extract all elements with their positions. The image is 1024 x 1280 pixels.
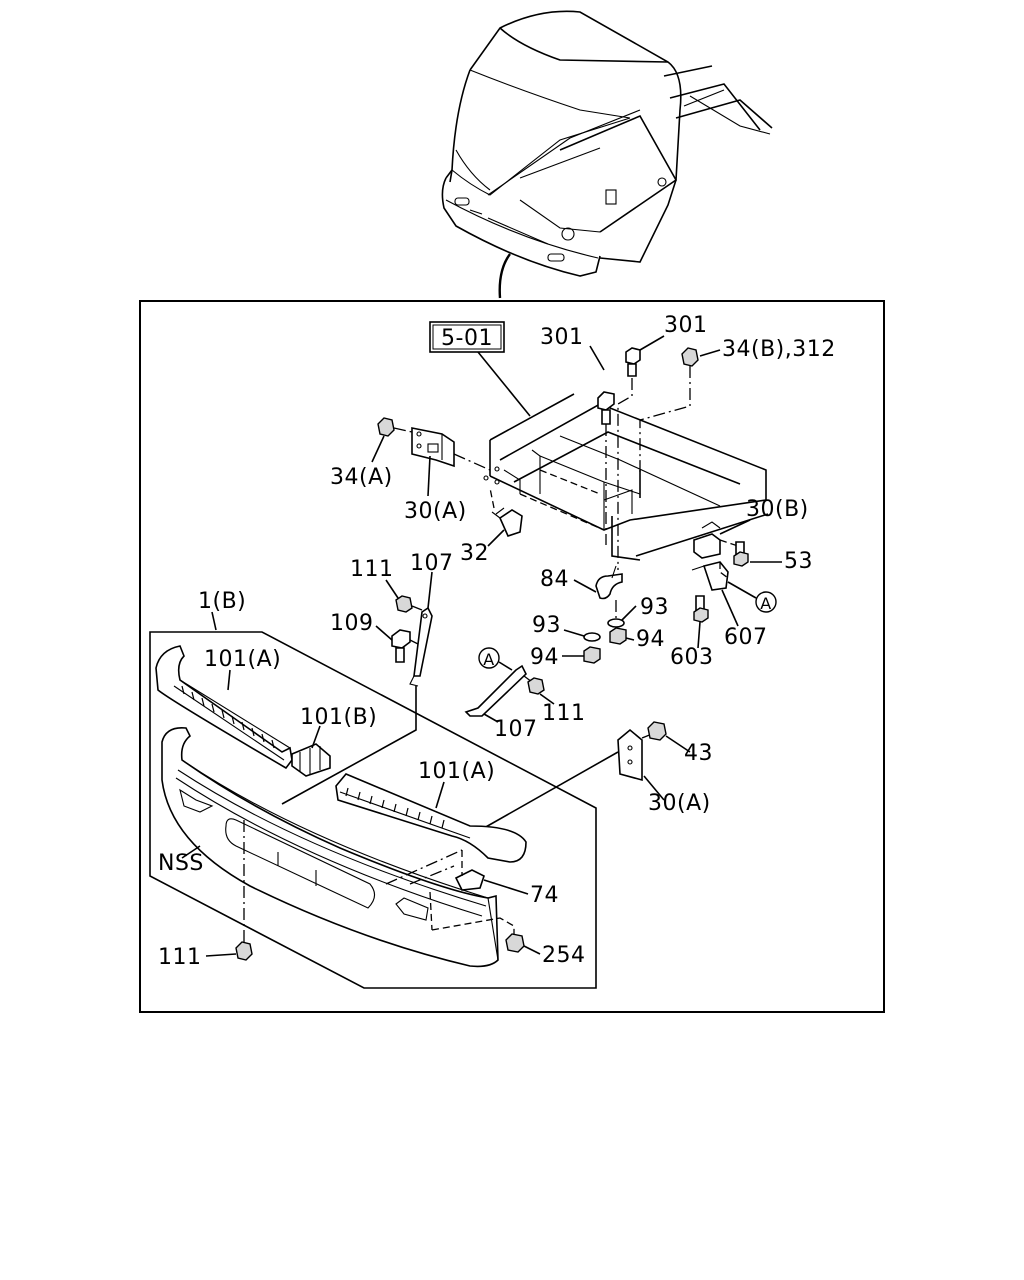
detail-frame [139, 300, 885, 1013]
label-603: 603 [670, 645, 714, 670]
label-nss: NSS [158, 851, 204, 876]
svg-text:A: A [760, 594, 771, 613]
nut-111-bottom [235, 820, 253, 961]
label-53: 53 [784, 549, 813, 574]
label-32: 32 [460, 541, 489, 566]
truck-overview-illustration [441, 10, 773, 299]
bumper-cover-101a-left [155, 645, 293, 770]
label-30a-bottom: 30(A) [648, 791, 711, 816]
stay-107-mid [464, 664, 533, 717]
washer-93-right [607, 618, 625, 628]
bolt-32 [489, 487, 523, 537]
label-30a-top: 30(A) [404, 499, 467, 524]
label-30b: 30(B) [746, 497, 809, 522]
nut-111-top [395, 595, 423, 613]
bracket-30a-top [411, 427, 491, 471]
bolt-53 [733, 541, 749, 567]
label-111-top: 111 [350, 557, 394, 582]
nut-254 [429, 891, 525, 953]
label-301-left: 301 [540, 325, 584, 350]
bracket-607 [691, 561, 729, 591]
bolt-109 [391, 629, 419, 663]
label-111-bottom: 111 [158, 945, 202, 970]
nut-94-right [609, 627, 627, 645]
bolt-603 [693, 595, 709, 623]
label-111-mid: 111 [542, 701, 586, 726]
label-34a: 34(A) [330, 465, 393, 490]
svg-text:A: A [483, 650, 494, 669]
label-107-mid: 107 [494, 717, 538, 742]
label-254: 254 [542, 943, 586, 968]
bracket-30a-bottom [617, 728, 653, 782]
label-94-left: 94 [530, 645, 559, 670]
label-101b: 101(B) [300, 705, 377, 730]
label-301-right: 301 [664, 313, 708, 338]
label-109: 109 [330, 611, 374, 636]
bolt-301-left [597, 391, 615, 545]
bracket-30b [693, 521, 739, 559]
nut-43 [647, 721, 667, 741]
nut-94-left [583, 646, 601, 664]
nut-34a [377, 417, 413, 437]
label-101a-bottom: 101(A) [418, 759, 495, 784]
nut-111-mid [527, 677, 545, 695]
bracket-84 [595, 565, 623, 620]
circle-ref-a-right: A [727, 581, 777, 613]
label-93-right: 93 [640, 595, 669, 620]
label-107-top: 107 [410, 551, 454, 576]
label-93-left: 93 [532, 613, 561, 638]
bumper-assembly-outline [149, 631, 597, 989]
label-43: 43 [684, 741, 713, 766]
label-84: 84 [540, 567, 569, 592]
bolt-301-right [617, 347, 641, 570]
label-94-right: 94 [636, 627, 665, 652]
label-1b: 1(B) [198, 589, 246, 614]
stay-107-top [409, 606, 433, 687]
front-bumper [161, 726, 499, 968]
circle-ref-a-left: A [478, 647, 513, 671]
bumper-cover-101a-right [335, 773, 527, 863]
label-607: 607 [724, 625, 768, 650]
label-101a-top: 101(A) [204, 647, 281, 672]
fastener-74 [454, 850, 485, 891]
part-labels: 301 301 34(B),312 34(A) 30(A) 32 30(B) 5… [158, 313, 836, 970]
label-34b-312: 34(B),312 [722, 337, 836, 362]
reference-box: 5-01 [429, 321, 505, 353]
nut-34b-312 [639, 347, 699, 472]
chassis-frame [483, 393, 769, 561]
washer-93-left [583, 632, 601, 642]
label-74: 74 [530, 883, 559, 908]
ref-box-label: 5-01 [441, 326, 493, 351]
leader-lines [181, 335, 782, 957]
clip-101b [291, 743, 331, 777]
